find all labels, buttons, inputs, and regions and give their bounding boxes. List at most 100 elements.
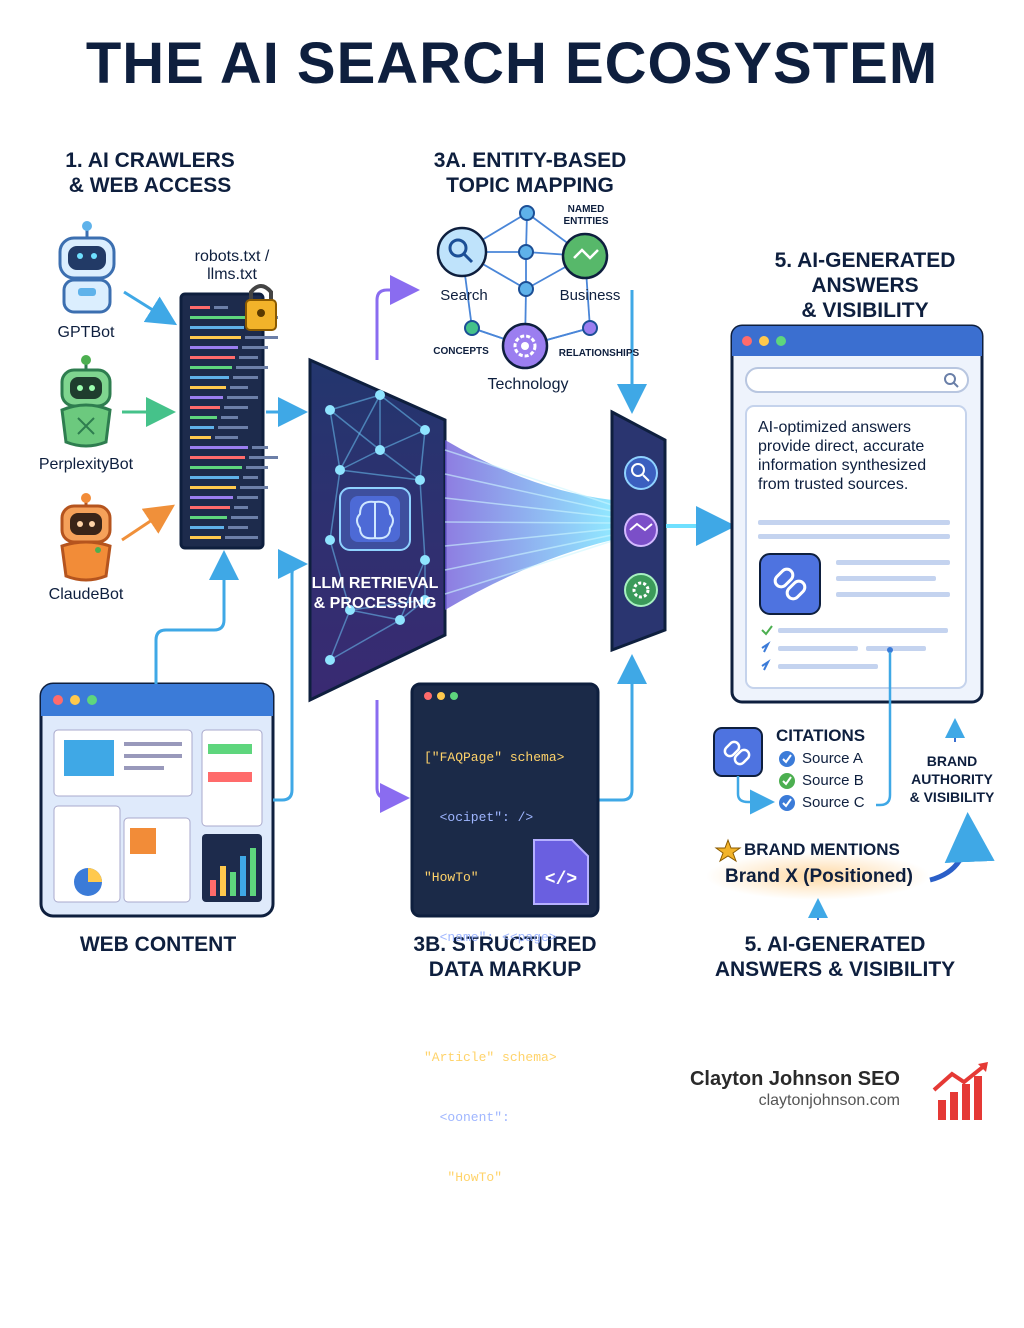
network-link xyxy=(329,609,351,661)
code-stroke xyxy=(190,406,220,409)
code-stroke xyxy=(215,436,238,439)
code-stroke xyxy=(190,496,233,499)
gptbot-arrow xyxy=(123,290,178,326)
code-stroke xyxy=(190,396,223,399)
robots-txt-label-line1: robots.txt / xyxy=(194,248,270,265)
code-stroke xyxy=(190,346,238,349)
footer-site-url: claytonjohnson.com xyxy=(758,1092,900,1109)
code-stroke xyxy=(190,476,239,479)
citation-link-icon xyxy=(713,727,763,777)
code-stroke xyxy=(231,516,258,519)
code-stroke xyxy=(190,506,230,509)
entity-heading-line1: 3A. ENTITY-BASED xyxy=(433,149,627,172)
funnel-gear-icon xyxy=(624,573,658,607)
code-stroke xyxy=(190,426,214,429)
code-stroke xyxy=(190,316,247,319)
network-link xyxy=(329,469,341,541)
source-c-check-icon xyxy=(779,795,795,811)
code-stroke xyxy=(225,536,258,539)
crawlers-heading-line1: 1. AI CRAWLERS xyxy=(65,149,235,172)
network-node xyxy=(415,475,425,485)
brand-authority-line2: AUTHORITY xyxy=(911,771,993,787)
code-file-icon: </> xyxy=(533,839,589,905)
beam-strand xyxy=(444,521,613,524)
network-link xyxy=(339,449,381,471)
code-stroke xyxy=(242,346,268,349)
code-stroke xyxy=(239,356,258,359)
web-to-llm-arrow xyxy=(273,549,308,802)
code-stroke xyxy=(233,376,258,379)
star-icon xyxy=(714,838,742,863)
lock-icon xyxy=(245,284,277,331)
code-stroke xyxy=(221,416,238,419)
llm-to-schema-arrow xyxy=(375,700,410,813)
web-to-robots-arrow xyxy=(154,550,239,684)
beam-strand xyxy=(444,449,613,506)
network-node xyxy=(375,445,385,455)
robots-txt-label: robots.txt / llms.txt xyxy=(172,248,292,284)
network-link xyxy=(379,449,421,481)
code-stroke xyxy=(236,366,268,369)
structured-heading-line1: 3B. STRUCTURED xyxy=(413,933,597,956)
code-line-10: } xyxy=(424,1290,432,1305)
funnel-handshake-icon xyxy=(624,513,658,547)
code-stroke xyxy=(190,486,236,489)
code-stroke xyxy=(190,366,232,369)
answer-browser-window xyxy=(730,324,984,704)
answers-heading-line1: 5. AI-GENERATED xyxy=(774,249,956,272)
answers-heading-line3: & VISIBILITY xyxy=(801,299,929,322)
named-entities-label: NAMED ENTITIES xyxy=(556,204,616,228)
code-stroke xyxy=(245,336,278,339)
network-node xyxy=(420,555,430,565)
network-link xyxy=(379,429,426,451)
network-link xyxy=(329,539,351,611)
code-stroke xyxy=(190,436,211,439)
source-b-check-icon xyxy=(779,773,795,789)
crawlers-heading-line2: & WEB ACCESS xyxy=(68,174,232,197)
structured-heading: 3B. STRUCTURED DATA MARKUP xyxy=(390,932,620,982)
network-link xyxy=(339,469,421,481)
claudebot-arrow xyxy=(121,504,175,542)
code-stroke xyxy=(190,536,221,539)
schema-code-block: ["FAQPage" schema> <ocipet": /> "HowTo" … xyxy=(424,708,580,1328)
business-node-label: Business xyxy=(559,287,621,304)
network-link xyxy=(329,409,381,451)
answers-bottom-heading-line1: 5. AI-GENERATED xyxy=(744,933,926,956)
code-stroke xyxy=(230,386,248,389)
code-stroke xyxy=(214,306,228,309)
beam-strand xyxy=(444,528,613,547)
network-node xyxy=(345,605,355,615)
code-stroke xyxy=(243,476,258,479)
relationships-label: RELATIONSHIPS xyxy=(558,348,640,359)
business-node-icon xyxy=(561,232,609,280)
funnel-search-icon xyxy=(624,456,658,490)
entity-network xyxy=(436,205,609,370)
code-line-5: { ... } xyxy=(424,990,581,1005)
claudebot-label: ClaudeBot xyxy=(48,586,124,603)
network-link xyxy=(329,409,341,471)
search-node-icon xyxy=(436,226,488,278)
code-stroke xyxy=(252,446,268,449)
structured-heading-line2: DATA MARKUP xyxy=(428,958,582,981)
llm-label-line2: & PROCESSING xyxy=(313,595,437,612)
network-node xyxy=(420,425,430,435)
search-node-label: Search xyxy=(440,287,488,304)
brand-authority-line3: & VISIBILITY xyxy=(909,789,995,805)
code-stroke xyxy=(234,506,248,509)
brand-authority-line1: BRAND xyxy=(926,753,978,769)
citation-source-a: Source A xyxy=(802,750,863,767)
code-stroke xyxy=(190,376,229,379)
network-node xyxy=(325,655,335,665)
code-stroke xyxy=(237,496,258,499)
network-link xyxy=(349,599,426,611)
brand-glow xyxy=(706,852,930,900)
network-node xyxy=(375,390,385,400)
perplexitybot-label: PerplexityBot xyxy=(38,456,134,473)
brain-icon xyxy=(339,487,411,551)
network-link xyxy=(349,609,401,621)
llm-to-entity-arrow xyxy=(375,275,420,360)
llm-label-line1: LLM RETRIEVAL xyxy=(311,575,439,592)
answers-bottom-heading: 5. AI-GENERATED ANSWERS & VISIBILITY xyxy=(690,932,980,982)
code-stroke xyxy=(190,336,241,339)
answer-text: AI-optimized answers provide direct, acc… xyxy=(758,419,927,493)
